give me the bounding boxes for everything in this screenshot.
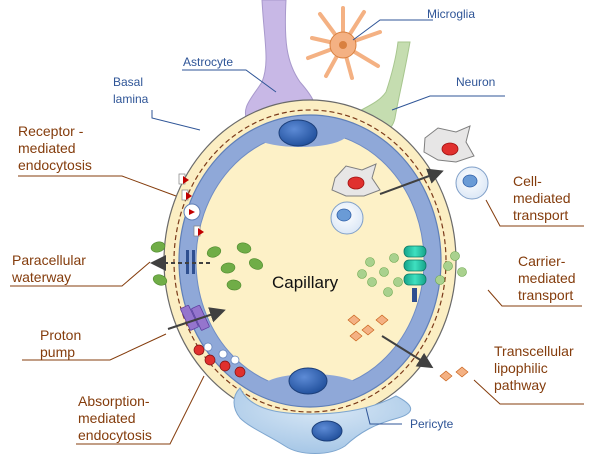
label-pericyte: Pericyte [410,417,454,431]
label-pp-line2: pump [40,344,75,360]
brown-leader-lines [10,175,584,445]
proton-pump-arrow [167,307,226,330]
water-particles-outside [150,241,168,286]
receptor-complex-2 [181,189,192,201]
endothelial-nucleus-bottom [288,367,328,395]
label-ame-line3: endocytosis [78,427,152,443]
lipophilic-molecules-inside [347,314,389,342]
macrophage-inside [331,163,381,197]
label-cmt-line1: Cell- [513,173,542,189]
label-receptor-mediated-endocytosis: Receptor - mediated endocytosis [18,123,92,173]
label-tlp-line3: pathway [494,377,546,393]
label-tlp-line2: lipophilic [494,360,548,376]
label-pp-line1: Proton [40,327,81,343]
label-rme-line1: Receptor - [18,123,84,139]
label-capillary: Capillary [272,273,339,292]
label-basal-lamina-line2: lamina [113,92,149,106]
pericyte-nucleus [311,420,343,442]
adsorptive-particles [193,342,246,378]
label-paracellular-waterway: Paracellular waterway [11,252,90,285]
label-neuron: Neuron [456,75,495,89]
leukocyte-outside [455,166,489,200]
label-tlp-line1: Transcellular [494,343,574,359]
label-astrocyte: Astrocyte [183,55,233,69]
blue-leader-lines [151,19,505,425]
label-proton-pump: Proton pump [40,327,85,360]
label-carmt-line2: mediated [518,270,576,286]
label-ame-line2: mediated [78,410,136,426]
label-transcellular-lipophilic-pathway: Transcellular lipophilic pathway [494,343,578,393]
water-particles-inside [206,242,263,291]
carrier-substrates-inside [357,253,403,297]
leukocyte-inside [330,201,364,235]
label-cmt-line2: mediated [513,190,571,206]
label-carmt-line1: Carrier- [518,253,566,269]
lipophilic-molecules-outside [439,366,469,382]
label-rme-line3: endocytosis [18,157,92,173]
capillary-lumen [195,131,425,391]
label-cmt-line3: transport [513,207,568,223]
carrier-protein [403,245,427,302]
label-absorption-mediated-endocytosis: Absorption- mediated endocytosis [78,393,153,443]
receptor-complex-3 [193,225,204,237]
lipophilic-arrow [381,335,434,369]
label-basal-lamina: Basal lamina [113,75,149,106]
label-rme-line2: mediated [18,140,76,156]
label-ame-line1: Absorption- [78,393,150,409]
endothelial-nucleus-top [278,119,318,147]
basal-lamina-dashed [173,109,447,413]
label-cell-mediated-transport: Cell- mediated transport [513,173,574,223]
label-microglia: Microglia [427,7,475,21]
carrier-substrates-outside [435,251,467,285]
endocytic-vesicle [183,203,201,221]
cell-transport-arrow [379,168,444,195]
label-carmt-line3: transport [518,287,573,303]
label-basal-lamina-line1: Basal [113,75,143,89]
label-carrier-mediated-transport: Carrier- mediated transport [518,253,579,303]
receptor-complex-1 [178,173,189,185]
microglia-cell [306,6,382,80]
label-pw-line1: Paracellular [12,252,86,268]
macrophage-outside [423,125,475,163]
label-pw-line2: waterway [11,269,71,285]
